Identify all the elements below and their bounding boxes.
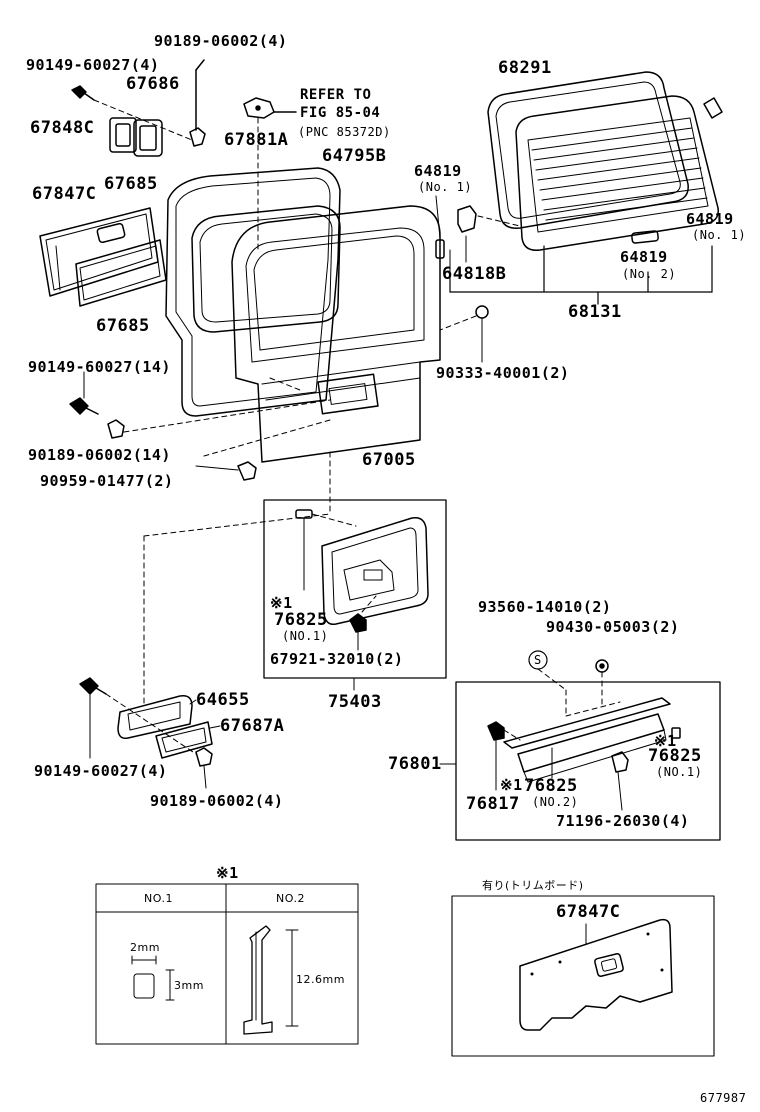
- label-90430-05003-2: 90430-05003(2): [546, 618, 680, 636]
- label-68291: 68291: [498, 58, 552, 78]
- label-trim-caption: 有り(トリムボード): [482, 879, 584, 892]
- label-90149-60027-14: 90149-60027(14): [28, 358, 171, 376]
- bracket-ref-fig-85-04: [243, 97, 297, 251]
- label-s-mark: S: [534, 653, 542, 667]
- label-76817: 76817: [466, 794, 520, 814]
- stopper-64818b: [457, 205, 521, 233]
- label-col-no2: NO.2: [276, 892, 305, 905]
- label-76825-c: 76825: [524, 776, 578, 796]
- clip-90189-top: [189, 59, 206, 147]
- label-dim-2mm: 2mm: [130, 941, 160, 954]
- label-no2: (No. 2): [622, 267, 677, 281]
- bolt-90149-bot: [79, 677, 107, 759]
- label-no1-a: (NO.1): [282, 629, 329, 643]
- protector-76825-right: [671, 727, 681, 739]
- clip-76817: [487, 721, 521, 791]
- bolt-90149-14: [69, 371, 99, 415]
- label-refer-to: REFER TO: [300, 87, 372, 103]
- protector-76825-no1: [295, 509, 357, 591]
- handle-64655: [117, 694, 197, 740]
- label-67685-b: 67685: [96, 316, 150, 336]
- label-67686: 67686: [126, 74, 180, 94]
- label-64819-no1-right: 64819: [686, 210, 734, 228]
- label-note1-c: ※1: [500, 776, 523, 794]
- label-75403: 75403: [328, 692, 382, 712]
- spacer-64819-no1-left: [435, 195, 445, 259]
- label-no1-right: (No. 1): [692, 228, 747, 242]
- label-no1-b: (NO.1): [656, 765, 703, 779]
- label-90189-06002-4-top: 90189-06002(4): [154, 32, 288, 50]
- bolt-90149-top: [71, 85, 95, 101]
- label-68131: 68131: [568, 302, 622, 322]
- label-71196-26030-4: 71196-26030(4): [556, 812, 690, 830]
- label-67847c-bot: 67847C: [556, 902, 621, 922]
- license-lamp-housing: [321, 516, 429, 626]
- label-fig-code: 677987: [700, 1091, 747, 1105]
- label-no2-c: (NO.2): [532, 795, 579, 809]
- garnish-76801: [503, 697, 671, 783]
- label-76801: 76801: [388, 754, 442, 774]
- trim-board-box: [451, 895, 715, 1057]
- label-67848c: 67848C: [30, 118, 95, 138]
- spacer-64819-right: [703, 97, 723, 119]
- label-67921-32010-2: 67921-32010(2): [270, 650, 404, 668]
- label-note1-b: ※1: [654, 732, 677, 750]
- label-64818b: 64818B: [442, 264, 507, 284]
- pad-67848c: [109, 117, 137, 153]
- clip-90189-14: [107, 419, 125, 439]
- label-no1-left: (No. 1): [418, 180, 473, 194]
- label-dim-3mm: 3mm: [174, 979, 204, 992]
- label-76825-a: 76825: [274, 610, 328, 630]
- label-67687a: 67687A: [220, 716, 285, 736]
- label-67881a: 67881A: [224, 130, 289, 150]
- label-table-note: ※1: [216, 864, 239, 882]
- label-67005: 67005: [362, 450, 416, 470]
- label-67685-a: 67685: [104, 174, 158, 194]
- back-door-glass-68131: [515, 95, 719, 251]
- bezel-67686: [133, 119, 163, 157]
- assembly-box-75403: [263, 499, 447, 679]
- label-64819-no2: 64819: [620, 248, 668, 266]
- trim-board-67847c: [519, 918, 673, 1031]
- protector-spec-table: [95, 883, 359, 1045]
- label-67847c-left: 67847C: [32, 184, 97, 204]
- label-90189-06002-4-bot: 90189-06002(4): [150, 792, 284, 810]
- nut-90430-05003: [595, 659, 609, 705]
- assembly-box-76801: [455, 681, 721, 841]
- back-door-panel-67005: [231, 205, 441, 463]
- label-90959-01477-2: 90959-01477(2): [40, 472, 174, 490]
- pad-67687a: [155, 721, 221, 759]
- label-64655: 64655: [196, 690, 250, 710]
- label-90149-60027-4-bot: 90149-60027(4): [34, 762, 168, 780]
- label-fig-85-04: FIG 85-04: [300, 105, 381, 121]
- label-76825-b: 76825: [648, 746, 702, 766]
- clip-67921-32010: [349, 595, 377, 651]
- label-64819-no1-left: 64819: [414, 162, 462, 180]
- label-dim-12-6mm: 12.6mm: [296, 973, 345, 986]
- label-90189-06002-14: 90189-06002(14): [28, 446, 171, 464]
- clip-90959-01477: [195, 461, 257, 481]
- clip-71196-26030: [611, 751, 629, 811]
- spacer-64819-no2: [631, 230, 659, 244]
- label-64795b: 64795B: [322, 146, 387, 166]
- label-col-no1: NO.1: [144, 892, 173, 905]
- glass-moulding-68291: [487, 71, 689, 229]
- trim-panel-67847c-left: [39, 207, 159, 297]
- clip-90189-bot: [195, 747, 213, 789]
- glass-seal-64795b: [191, 205, 341, 333]
- label-pnc: (PNC 85372D): [298, 125, 391, 139]
- weatherstrip-67881a: [165, 167, 341, 417]
- label-90333-40001-2: 90333-40001(2): [436, 364, 570, 382]
- label-90149-60027-4-top: 90149-60027(4): [26, 56, 160, 74]
- bracket-68131: [449, 245, 713, 305]
- label-93560-14010-2: 93560-14010(2): [478, 598, 612, 616]
- label-note1-a: ※1: [270, 594, 293, 612]
- grommet-90333-40001: [439, 305, 489, 363]
